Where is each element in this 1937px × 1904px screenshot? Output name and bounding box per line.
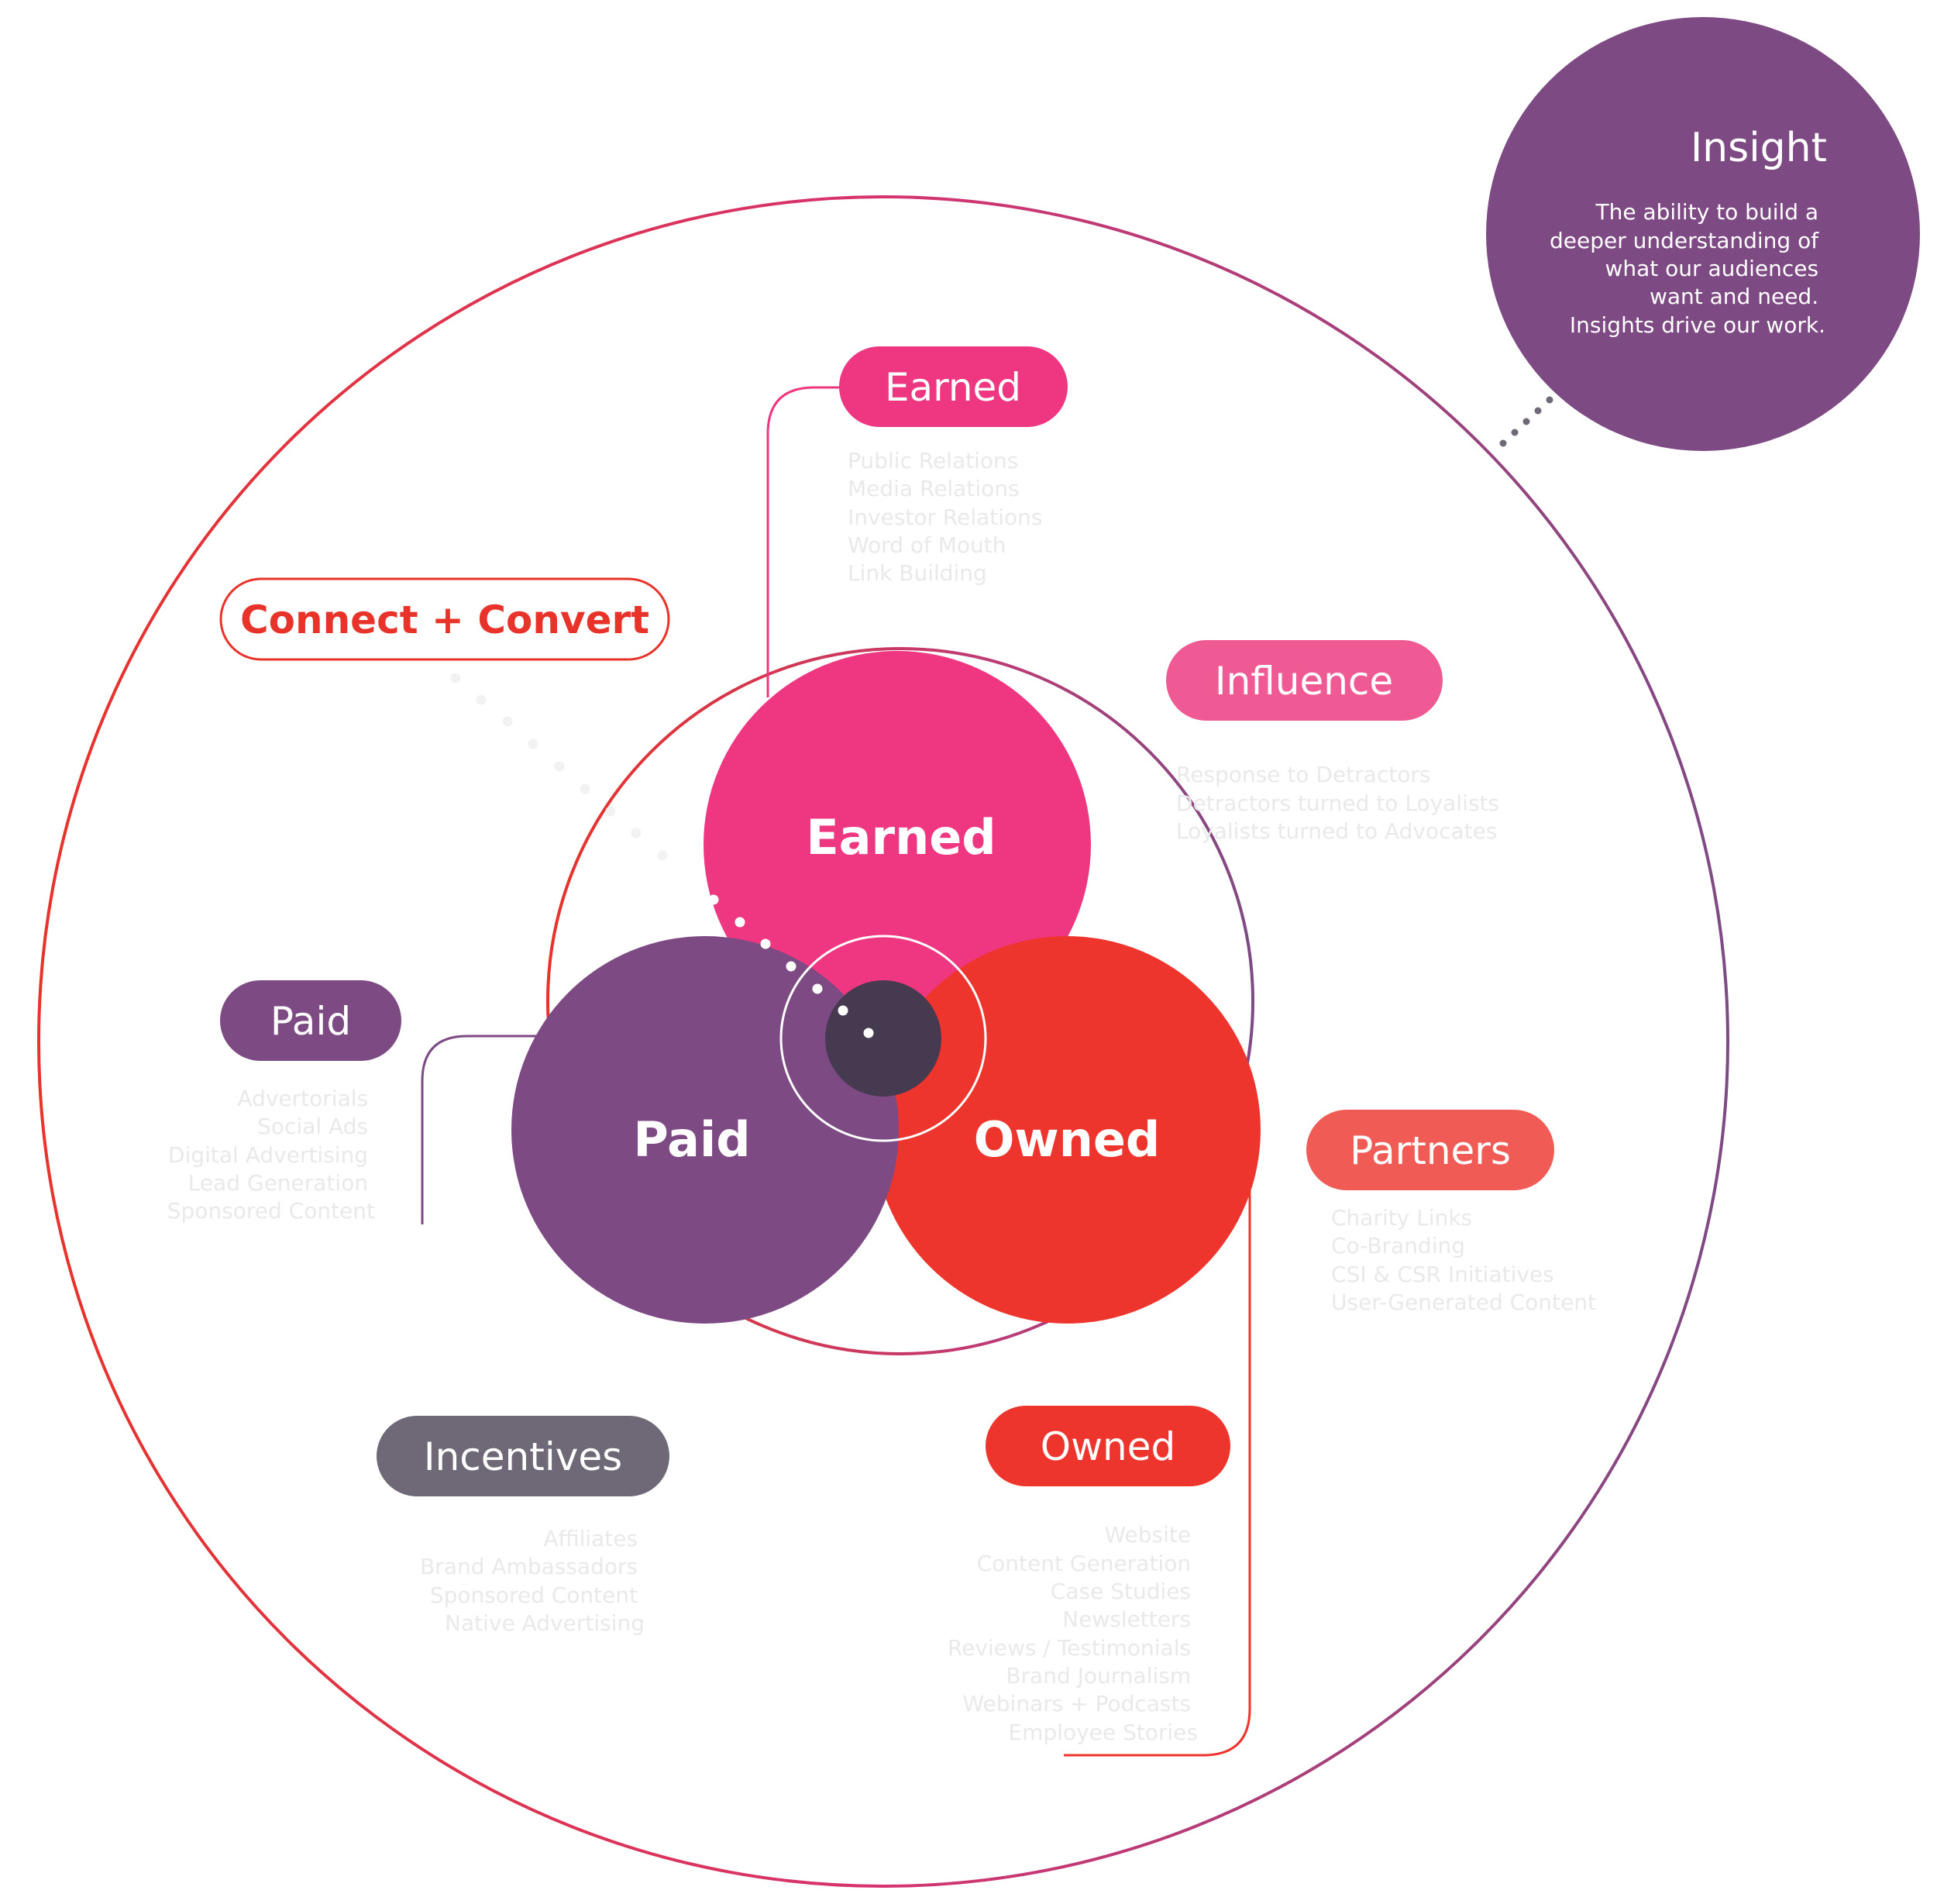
list-item: Word of Mouth — [848, 532, 1006, 558]
paid-list: Advertorials Social Ads Digital Advertis… — [167, 1086, 375, 1224]
list-item: Website — [1104, 1522, 1191, 1548]
incentives-list: Affiliates Brand Ambassadors Sponsored C… — [420, 1526, 645, 1636]
partners-pill — [1306, 1110, 1554, 1190]
list-item: Digital Advertising — [168, 1142, 368, 1168]
list-item: Co-Branding — [1331, 1233, 1465, 1258]
outer-ring — [37, 195, 1729, 1888]
list-item: Lead Generation — [188, 1170, 368, 1196]
owned-list: Website Content Generation Case Studies … — [948, 1522, 1198, 1745]
earned-list: Public Relations Media Relations Investo… — [848, 448, 1049, 586]
connect-convert-label: Connect + Convert — [240, 597, 649, 642]
venn-owned-label: Owned — [974, 1111, 1161, 1168]
insight-description: The ability to build a deeper understand… — [1550, 199, 1825, 338]
connect-convert-pill — [219, 577, 670, 661]
core-dot — [825, 980, 941, 1097]
list-item: Brand Journalism — [1006, 1663, 1191, 1689]
earned-pill-label: Earned — [885, 365, 1021, 410]
insight-connector-dots — [1499, 396, 1553, 447]
list-item: User-Generated Content — [1331, 1289, 1596, 1315]
owned-pill — [986, 1406, 1230, 1486]
list-item: Link Building — [848, 560, 987, 586]
list-item: Social Ads — [257, 1114, 368, 1139]
list-item: Loyalists turned to Advocates — [1176, 818, 1497, 844]
list-item: Detractors turned to Loyalists — [1176, 790, 1499, 816]
incentives-pill — [377, 1416, 669, 1496]
owned-circle — [873, 936, 1261, 1324]
list-item: Webinars + Podcasts — [963, 1691, 1192, 1716]
influence-list: Response to Detractors Detractors turned… — [1176, 762, 1506, 844]
list-item: CSI & CSR Initiatives — [1331, 1262, 1554, 1287]
insight-line: The ability to build a — [1595, 199, 1818, 225]
earned-connector — [766, 386, 845, 697]
list-item: Case Studies — [1051, 1579, 1191, 1604]
insight-title: Insight — [1691, 125, 1827, 171]
paid-pill — [220, 980, 401, 1061]
insight-circle — [1486, 17, 1920, 451]
earned-circle — [704, 651, 1091, 1038]
list-item: Affiliates — [543, 1526, 638, 1551]
influence-pill — [1166, 640, 1443, 721]
inner-ring — [546, 647, 1254, 1355]
paid-circle — [511, 936, 899, 1324]
core-ring — [779, 935, 987, 1142]
paid-connector — [421, 1035, 542, 1224]
incentives-pill-label: Incentives — [424, 1434, 622, 1479]
venn-earned-label: Earned — [806, 809, 996, 866]
list-item: Response to Detractors — [1176, 762, 1430, 787]
list-item: Content Generation — [977, 1551, 1191, 1576]
earned-pill — [839, 346, 1068, 427]
list-item: Sponsored Content — [167, 1198, 375, 1224]
partners-pill-label: Partners — [1350, 1128, 1511, 1173]
list-item: Employee Stories — [1008, 1720, 1198, 1745]
venn-paid-label: Paid — [633, 1111, 750, 1168]
insight-line: what our audiences — [1605, 256, 1818, 281]
insight-line: deeper understanding of — [1550, 228, 1819, 253]
owned-pill-label: Owned — [1041, 1424, 1175, 1469]
list-item: Newsletters — [1062, 1606, 1191, 1632]
owned-connector — [1064, 1178, 1251, 1757]
connect-convert-dots — [450, 673, 874, 1038]
list-item: Charity Links — [1331, 1205, 1472, 1231]
influence-pill-label: Influence — [1215, 659, 1393, 704]
list-item: Brand Ambassadors — [420, 1554, 638, 1579]
paid-pill-label: Paid — [270, 999, 351, 1044]
list-item: Media Relations — [848, 476, 1020, 501]
list-item: Public Relations — [848, 448, 1018, 473]
list-item: Native Advertising — [445, 1610, 645, 1636]
list-item: Reviews / Testimonials — [948, 1635, 1191, 1661]
list-item: Advertorials — [237, 1086, 368, 1111]
list-item: Investor Relations — [848, 504, 1043, 530]
list-item: Sponsored Content — [430, 1582, 638, 1608]
insight-line: Insights drive our work. — [1570, 312, 1825, 338]
insight-line: want and need. — [1650, 284, 1818, 309]
partners-list: Charity Links Co-Branding CSI & CSR Init… — [1331, 1205, 1596, 1315]
